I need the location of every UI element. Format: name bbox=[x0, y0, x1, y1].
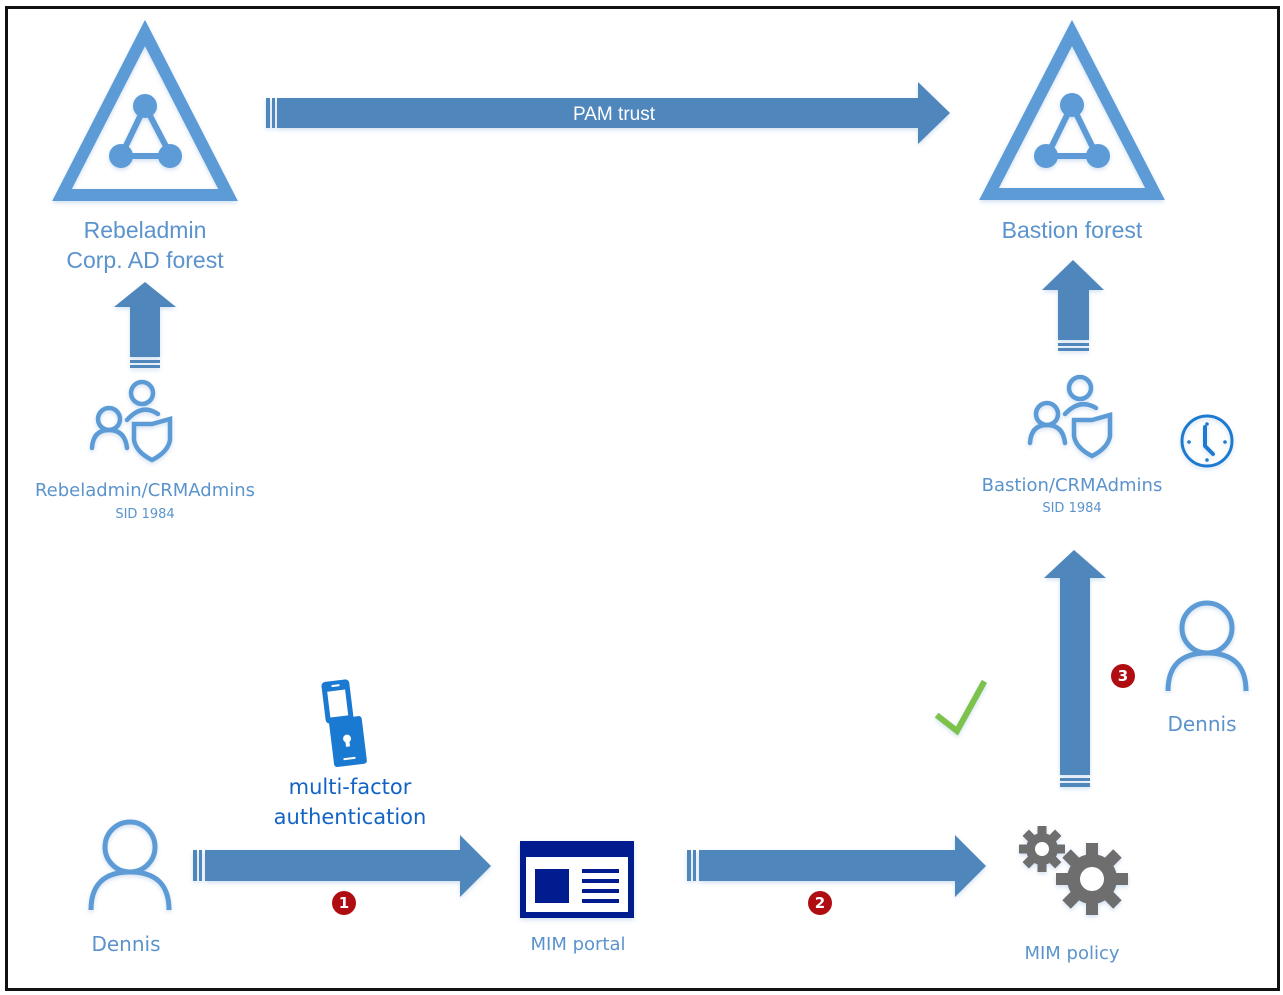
step1-badge: 1 bbox=[332, 891, 356, 915]
checkmark-icon bbox=[934, 679, 988, 736]
user-right-icon bbox=[1165, 600, 1249, 692]
bastion-group-name: Bastion/CRMAdmins bbox=[981, 475, 1163, 496]
bastion-group-icon bbox=[1027, 374, 1113, 459]
pam-trust-arrow: PAM trust bbox=[266, 82, 950, 144]
step1-arrow bbox=[193, 835, 491, 897]
pam-trust-label: PAM trust bbox=[573, 104, 656, 125]
gears-icon bbox=[1019, 826, 1128, 915]
corp-forest-label: Rebeladmin Corp. AD forest bbox=[45, 215, 245, 275]
step2-badge: 2 bbox=[808, 891, 832, 915]
mfa-label-line2: authentication bbox=[273, 805, 427, 829]
step2-arrow bbox=[687, 835, 986, 897]
user-right-label: Dennis bbox=[1167, 712, 1237, 736]
bastion-up-arrow bbox=[1042, 260, 1104, 351]
corp-forest-icon bbox=[52, 19, 238, 201]
corp-group-icon bbox=[89, 379, 173, 463]
portal-label: MIM portal bbox=[530, 934, 626, 955]
policy-label: MIM policy bbox=[1024, 943, 1120, 964]
corp-forest-label-line1: Rebeladmin bbox=[83, 217, 207, 243]
mfa-label-line1: multi-factor bbox=[288, 775, 412, 799]
corp-group-name: Rebeladmin/CRMAdmins bbox=[34, 480, 256, 501]
corp-group-sid: SID 1984 bbox=[115, 507, 175, 522]
step3-arrow bbox=[1044, 550, 1106, 787]
user-start-icon bbox=[88, 819, 172, 911]
bastion-group-sid: SID 1984 bbox=[1042, 501, 1102, 516]
user-start-label: Dennis bbox=[91, 932, 161, 956]
corp-up-arrow bbox=[114, 282, 176, 368]
bastion-forest-icon bbox=[979, 19, 1165, 200]
clock-icon bbox=[1180, 414, 1234, 468]
mfa-label: multi-factor authentication bbox=[240, 772, 460, 832]
corp-forest-label-line2: Corp. AD forest bbox=[66, 247, 224, 273]
bastion-forest-label: Bastion forest bbox=[1001, 217, 1143, 243]
mobile-lock-icon bbox=[321, 679, 367, 768]
step3-badge: 3 bbox=[1111, 664, 1135, 688]
web-portal-icon bbox=[520, 841, 634, 918]
